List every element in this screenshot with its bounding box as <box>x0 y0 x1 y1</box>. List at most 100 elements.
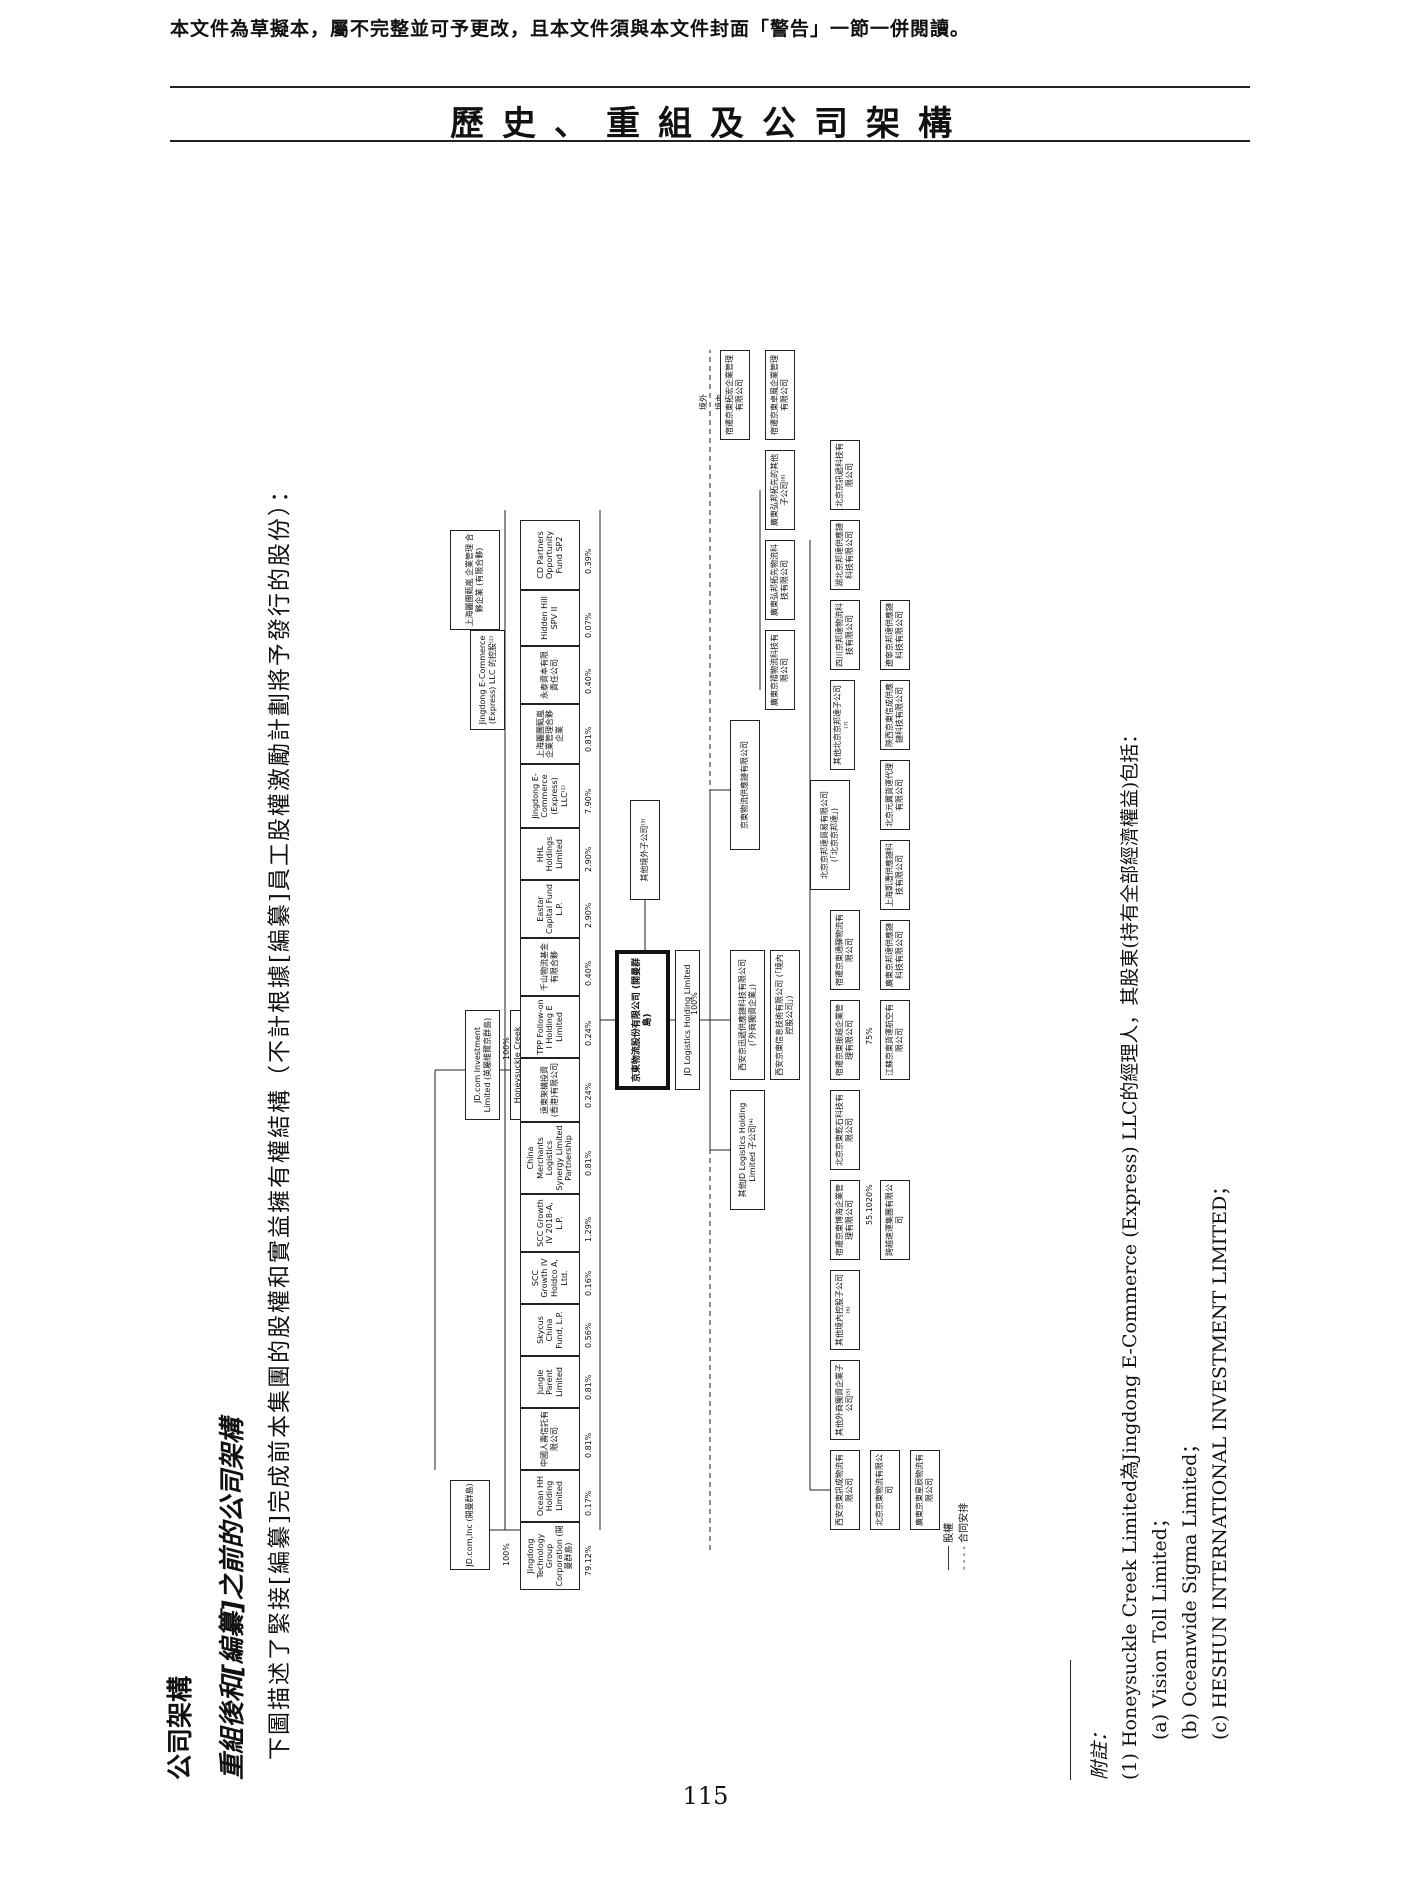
shareholder-pct-17: 0.39% <box>584 548 593 574</box>
subsidiary-box-14: 北京元翼貨運代理有限公司 <box>880 760 910 830</box>
shareholder-pct-15: 0.40% <box>584 668 593 694</box>
shareholder-box-2: 中國人壽信託有限公司 <box>520 1408 580 1470</box>
shareholder-box-0: Jingdong Technology Group Corporation (開… <box>520 1522 580 1590</box>
xian-opco-box: 西安京東信息技術有限公司 (「境內控股公司」) <box>770 950 800 1080</box>
shareholder-pct-13: 7.90% <box>584 788 593 814</box>
shanghai-partnership-box: 上海麗團甄嵐 企業管理 合夥企業 (有限合夥) <box>450 530 500 630</box>
content-heading: 公司架構 <box>166 1675 196 1780</box>
shareholder-pct-7: 0.81% <box>584 1150 593 1176</box>
section-title: 歷史、重組及公司架構 <box>450 104 970 144</box>
company-box: 京東物流股份有限公司 (開曼群島) <box>615 950 670 1090</box>
subsidiary-box-6: 跨越速運集團有限公司 <box>880 1180 910 1260</box>
shareholder-box-7: China Merchants Logistics Synergy Limite… <box>520 1122 580 1194</box>
shareholder-pct-11: 2.90% <box>584 902 593 928</box>
pct-label-holding: 100% <box>690 992 699 1015</box>
shareholder-pct-6: 1.29% <box>584 1216 593 1242</box>
other-jd-holding-box: 其他JD Logistics Holding Limited 子公司⁽⁴⁾ <box>730 1090 765 1210</box>
shareholder-box-17: CD Partners Opportunity Fund SP2 <box>520 520 580 590</box>
subsidiary-box-5: 宿遷京東博海企業管理有限公司 <box>830 1180 860 1260</box>
shareholder-pct-9: 0.24% <box>584 1020 593 1046</box>
subsidiary-box-9: 江蘇京東貨運航空有限公司 <box>880 1000 910 1080</box>
pct-label-75: 75% <box>865 1027 874 1045</box>
note-1c: (c) HESHUN INTERNATIONAL INVESTMENT LIMI… <box>1209 1176 1231 1740</box>
shareholder-pct-2: 0.81% <box>584 1432 593 1458</box>
subsidiary-box-12: 廣東京邦達供應鏈科技有限公司 <box>880 920 910 990</box>
note-1b: (b) Oceanwide Sigma Limited； <box>1179 1434 1201 1740</box>
shareholder-pct-16: 0.07% <box>584 612 593 638</box>
pct-label-jdtech: 100% <box>502 1543 511 1566</box>
subsidiary-box-7: 北京京東乾石科技有限公司 <box>830 1090 860 1170</box>
subsidiary-box-0: 西安京東訊成物流有限公司 <box>830 1450 860 1530</box>
legend-equity-label: 股權 <box>944 1522 955 1543</box>
subsidiary-box-3: 其他外商獨資企業子公司⁽⁵⁾ <box>830 1360 860 1440</box>
shareholder-pct-3: 0.81% <box>584 1374 593 1400</box>
shareholder-box-16: Hidden Hill SPV II <box>520 590 580 646</box>
rotated-content: 公司架構 重組後和[編纂]之前的公司架構 下圖描述了緊接[編纂]完成前本集團的股… <box>160 250 1240 1780</box>
jd-logistics-holding-box: JD Logistics Holding Limited <box>675 950 700 1090</box>
pct-label-jdinvest: 100% <box>502 1037 511 1060</box>
jdcom-inc-box: JD.com,Inc (開曼群島) <box>450 1480 490 1570</box>
shareholder-pct-14: 0.81% <box>584 726 593 752</box>
shareholder-pct-12: 2.90% <box>584 846 593 872</box>
content-subheading: 重組後和[編纂]之前的公司架構 <box>218 1418 248 1780</box>
content-lead: 下圖描述了緊接[編纂]完成前本集團的股權和實益擁有權結構（不計根據[編纂]員工股… <box>267 477 293 1760</box>
shareholder-box-15: 永泰資本有限責任公司 <box>520 646 580 704</box>
subsidiary-box-18: 四川京邦達物流科技有限公司 <box>830 600 860 670</box>
shareholder-box-8: 遠東架構投資(香港)有限公司 <box>520 1058 580 1122</box>
subsidiary-box-16: 遼寧京邦達供應鏈科技有限公司 <box>880 600 910 670</box>
draft-disclaimer: 本文件為草擬本，屬不完整並可予更改，且本文件須與本文件封面「警告」一節一併閱讀。 <box>170 18 971 40</box>
shareholder-box-5: SCC Growth IV Holdco A, Ltd. <box>520 1252 580 1304</box>
subsidiary-box-11: 北京京邦達貿易有限公司 (「北京京邦達」) <box>810 780 850 890</box>
org-chart-lines <box>434 350 830 1550</box>
subsidiary-box-20: 北京京訊遞科技有限公司 <box>830 440 860 510</box>
shareholder-box-11: Eastar Capital Fund L.P. <box>520 880 580 938</box>
shareholder-box-6: SCC Growth IV 2018-A, L.P. <box>520 1194 580 1252</box>
subsidiary-box-2: 廣東京東星辰物流有限公司 <box>910 1450 940 1530</box>
offshore-label: 境外 <box>699 394 708 410</box>
offshore-other-box: 其他境外子公司⁽³⁾ <box>630 800 660 900</box>
subsidiary-box-23: 廣東弘邦拓先的其他子公司⁽⁸⁾ <box>765 450 795 530</box>
notes-label: 附註： <box>1089 1722 1111 1780</box>
shareholder-box-4: Skycus China Fund, L.P. <box>520 1304 580 1356</box>
shareholder-pct-10: 0.40% <box>584 960 593 986</box>
subsidiary-box-25: 宿遷京東卓風企業管理有限公司 <box>765 350 795 440</box>
subsidiary-box-21: 廣東京禧物流科技有限公司 <box>765 630 795 710</box>
jd-supply-chain-box: 京東物流供應鏈有限公司 <box>730 720 760 850</box>
jd-investment-box: JD.com Investment Limited (英屬維爾京群島) <box>465 1010 500 1120</box>
subsidiary-box-17: 其他北京京邦達子公司⁽⁷⁾ <box>830 680 855 770</box>
shareholder-box-1: Ocean HH Holding Limited <box>520 1470 580 1522</box>
jingdong-llc-holding-box: Jingdong E-Commerce (Express) LLC 的控股⁽²⁾ <box>470 630 505 730</box>
shareholder-box-3: Jungle Parent Limited <box>520 1356 580 1408</box>
header-rule-bottom <box>170 140 1250 142</box>
pct-label-55: 55.1020% <box>865 1184 874 1225</box>
subsidiary-box-15: 陝西京東信成供應鏈科技有限公司 <box>880 680 910 750</box>
shareholder-box-10: 千山物流基金有限合夥 <box>520 938 580 996</box>
legend-contract: - - - - 合同安排 <box>959 1502 970 1570</box>
subsidiary-box-13: 上海凱灃供應鏈科技有限公司 <box>880 840 910 910</box>
legend-contract-label: 合同安排 <box>959 1502 970 1543</box>
subsidiary-box-22: 廣東弘邦拓先物流科技有限公司 <box>765 540 795 620</box>
shareholder-pct-4: 0.56% <box>584 1322 593 1348</box>
header-rule-top <box>170 86 1250 88</box>
subsidiary-box-4: 其他境內控股子公司⁽⁶⁾ <box>830 1270 860 1350</box>
shareholder-pct-0: 79.12% <box>584 1545 593 1576</box>
subsidiary-box-19: 湖北京邦達供應鏈科技有限公司 <box>830 520 860 590</box>
subsidiary-box-10: 宿遷京東通驛物流有限公司 <box>830 910 860 990</box>
subsidiary-box-24: 宿遷京東拓宏企業管理有限公司 <box>720 350 750 440</box>
legend-equity: ──── 股權 <box>944 1522 955 1570</box>
xian-wfoe-box: 西安京迅遞供應鏈科技有限公司 (「外商獨資企業」) <box>730 950 765 1080</box>
shareholder-pct-5: 0.16% <box>584 1270 593 1296</box>
note-1a: (a) Vision Toll Limited； <box>1149 1509 1171 1740</box>
subsidiary-box-8: 宿遷京東振越企業管理有限公司 <box>830 1000 860 1080</box>
shareholder-box-13: Jingdong E-Commerce (Express) LLC⁽²⁾ <box>520 764 580 828</box>
shareholder-pct-8: 0.24% <box>584 1082 593 1108</box>
shareholder-pct-1: 0.17% <box>584 1490 593 1516</box>
shareholder-box-12: HHL Holdings Limited <box>520 828 580 880</box>
subsidiary-box-1: 北京京東物流有限公司 <box>870 1450 900 1530</box>
page-number: 115 <box>682 1782 729 1810</box>
org-chart: JD.com,Inc (開曼群島) JD.com Investment Limi… <box>410 310 970 1590</box>
notes-rule <box>1070 1660 1071 1780</box>
note-1: (1) Honeysuckle Creek Limited為Jingdong E… <box>1119 724 1141 1780</box>
shareholder-box-14: 上海麗團甄嵐企業管理合夥企業 <box>520 704 580 764</box>
shareholder-box-9: TPP Follow-on I Holding E Limited <box>520 996 580 1058</box>
